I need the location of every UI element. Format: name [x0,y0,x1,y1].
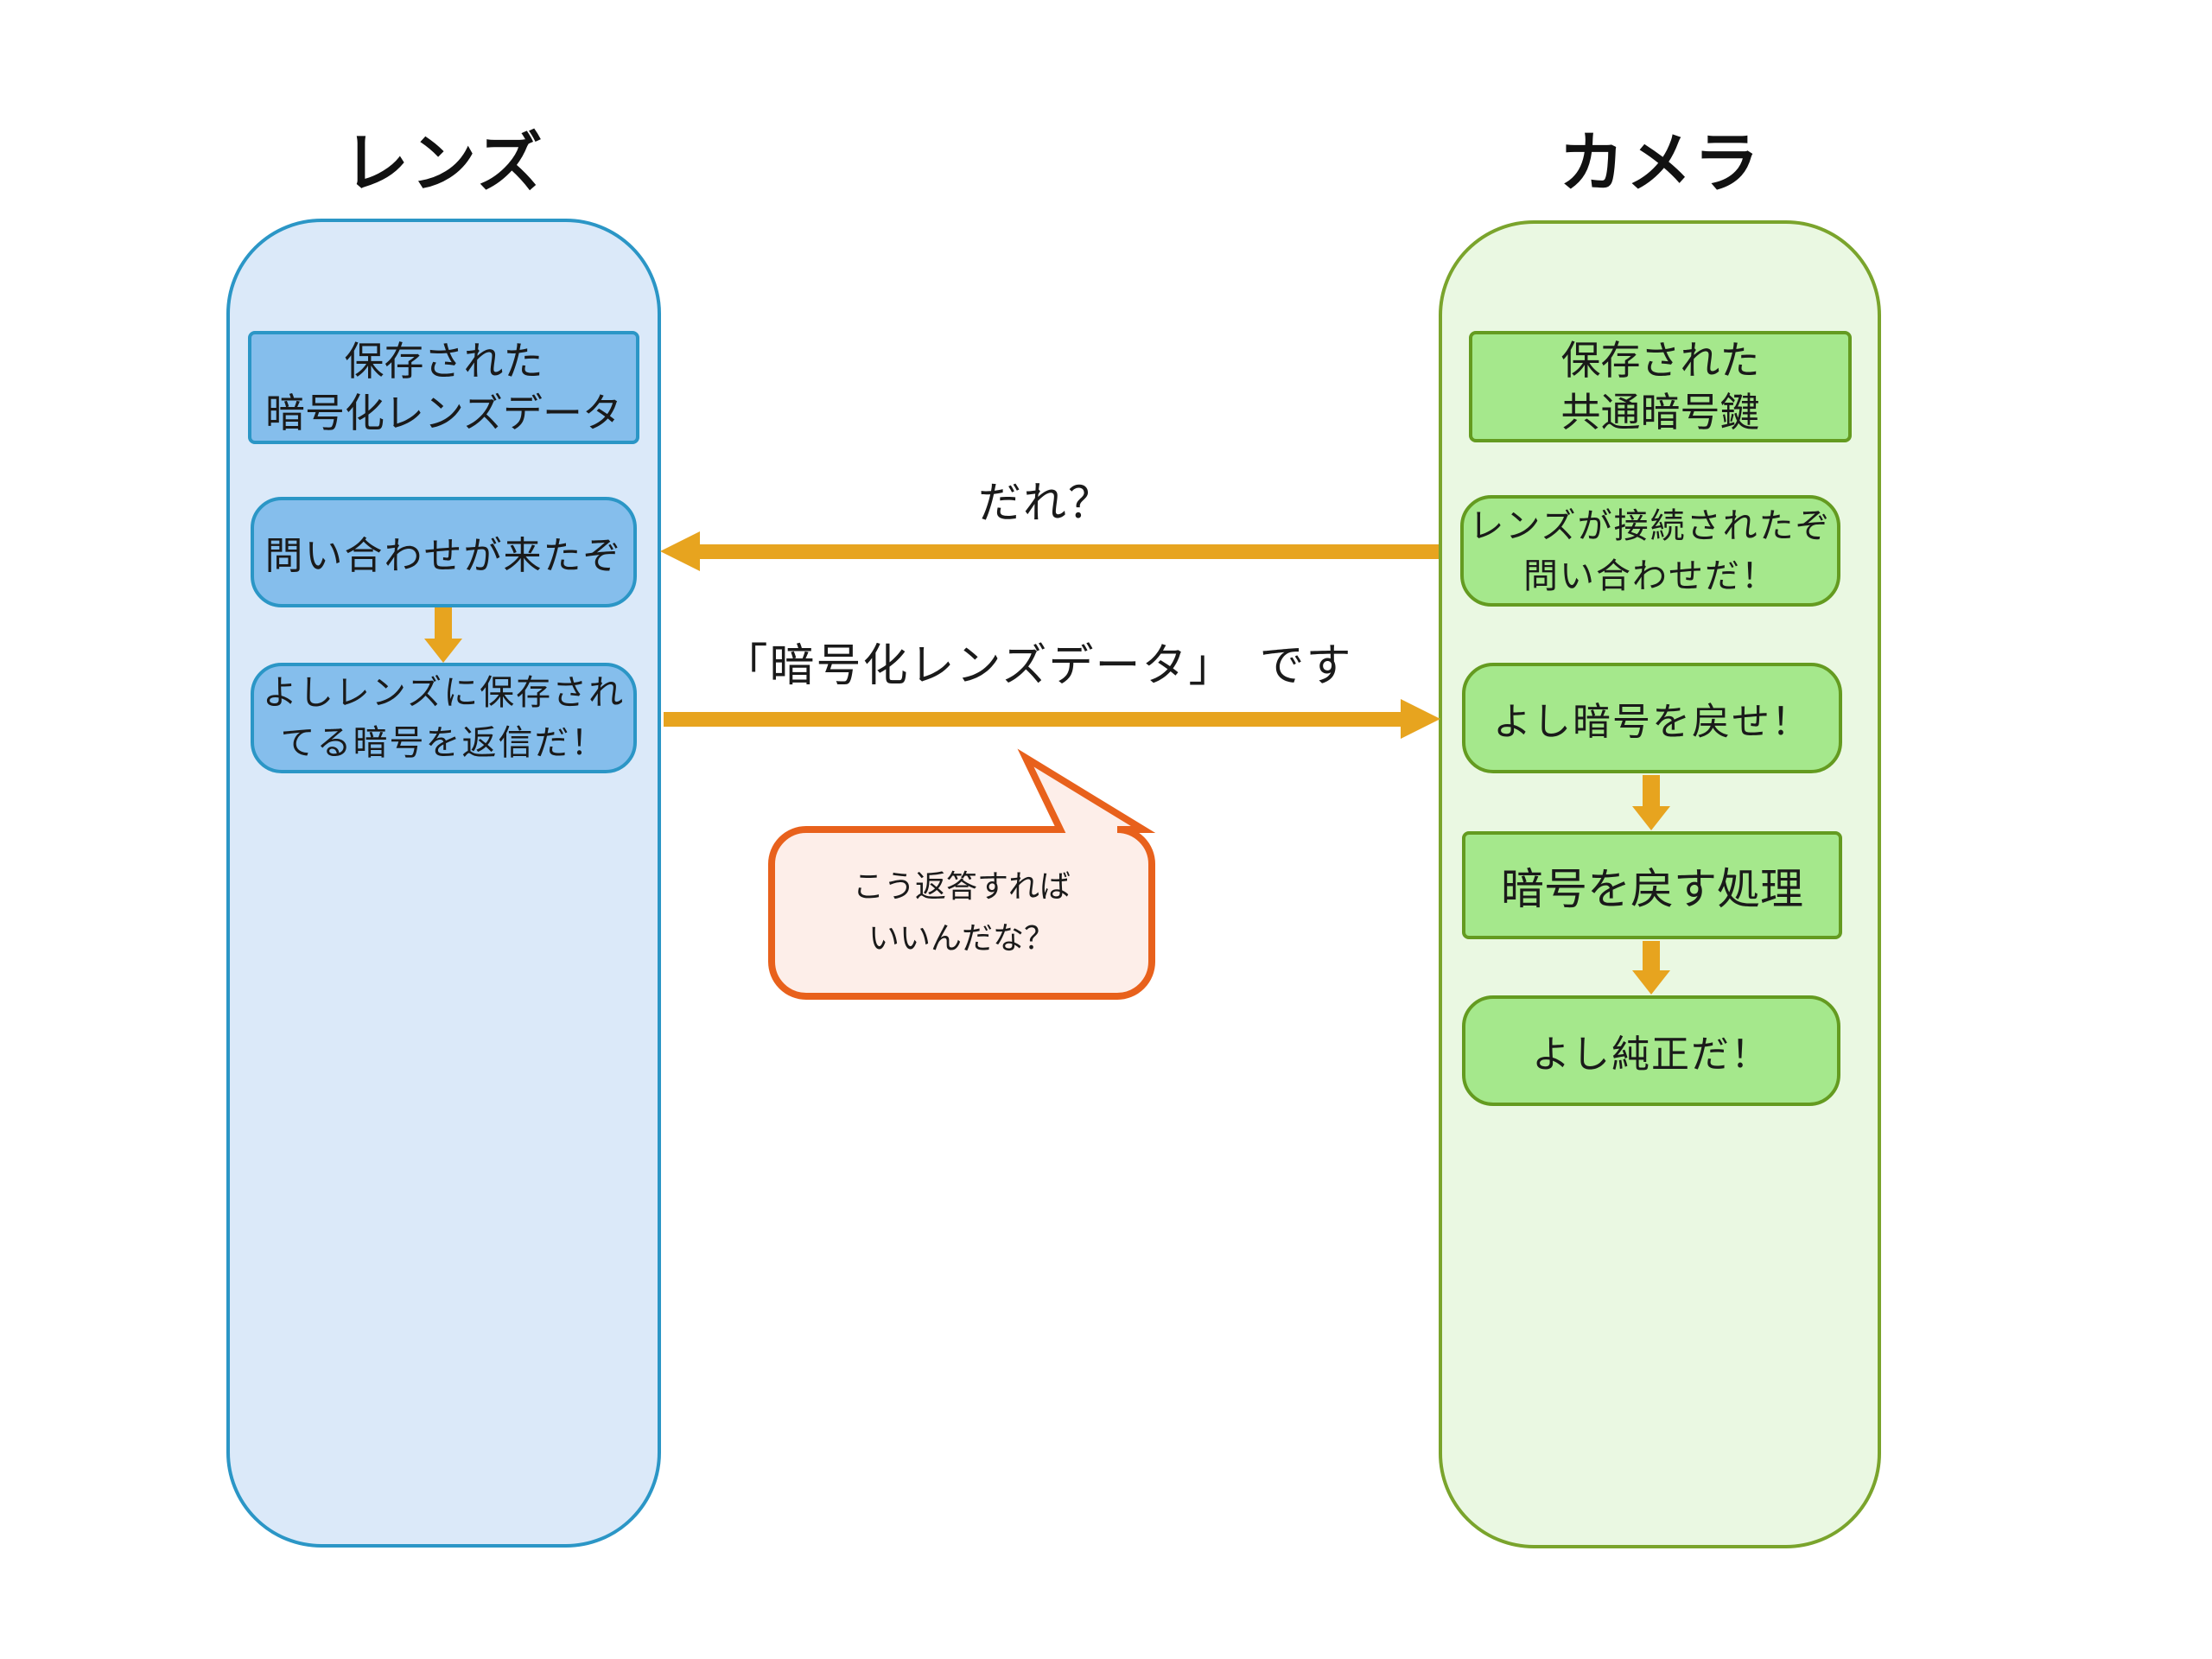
lens-query-received-box: 問い合わせが来たぞ [251,497,637,607]
camera-genuine-box: よし純正だ！ [1462,995,1840,1106]
camera-stored-shared-key-line1: 保存された [1560,337,1760,383]
arrowhead-down-icon [1632,970,1670,995]
arrowhead-right-icon [1401,699,1440,739]
camera-restore-command-box: よし暗号を戻せ！ [1462,663,1842,773]
camera-restore-command-label: よし暗号を戻せ！ [1493,701,1811,743]
lens-reply-cipher-box: よしレンズに保存され てる暗号を返信だ！ [251,663,637,773]
down-arrow-shaft [1643,941,1660,970]
camera-restore-process-label: 暗号を戻す処理 [1501,864,1803,913]
reply-message-label: 「暗号化レンズデータ」 です [722,641,1353,691]
arrowhead-down-icon [424,639,462,663]
lens-stored-encrypted-data-box: 保存された 暗号化レンズデータ [248,331,639,444]
camera-lens-connected-box: レンズが接続されたぞ 問い合わせだ！ [1460,495,1840,607]
lens-reply-cipher-line2: てる暗号を返信だ！ [280,724,607,762]
camera-lens-connected-line2: 問い合わせだ！ [1523,556,1777,595]
lens-reply-cipher-line1: よしレンズに保存され [262,674,626,712]
camera-title: カメラ [1559,127,1761,200]
lens-stored-encrypted-data-line2: 暗号化レンズデータ [264,390,623,435]
lens-title: レンズ [343,127,544,200]
reply-message-arrow [664,699,1440,739]
camera-flow-down-arrow-1 [1632,775,1670,830]
down-arrow-shaft [1643,775,1660,806]
camera-lens-connected-line1: レンズが接続されたぞ [1469,506,1832,545]
camera-stored-shared-key-line2: 共通暗号鍵 [1560,389,1760,435]
speech-bubble-line1: こう返答すれば [852,869,1071,905]
lens-stored-encrypted-data-line1: 保存された [344,338,543,384]
speech-bubble-line2: いいんだな？ [868,920,1055,956]
arrowhead-left-icon [660,531,700,571]
camera-restore-process-box: 暗号を戻す処理 [1462,831,1842,939]
arrowhead-down-icon [1632,806,1670,830]
lens-query-received-label: 問い合わせが来たぞ [264,535,623,577]
speech-bubble-text: こう返答すれば いいんだな？ [772,830,1152,996]
camera-flow-down-arrow-2 [1632,941,1670,995]
arrow-shaft [664,711,1401,727]
camera-stored-shared-key-box: 保存された 共通暗号鍵 [1469,331,1852,442]
query-message-arrow [660,531,1439,571]
down-arrow-shaft [435,607,452,639]
arrow-shaft [700,543,1439,559]
query-message-label: だれ？ [978,479,1113,527]
lens-flow-down-arrow [424,607,462,663]
camera-genuine-label: よし純正だ！ [1532,1033,1770,1076]
